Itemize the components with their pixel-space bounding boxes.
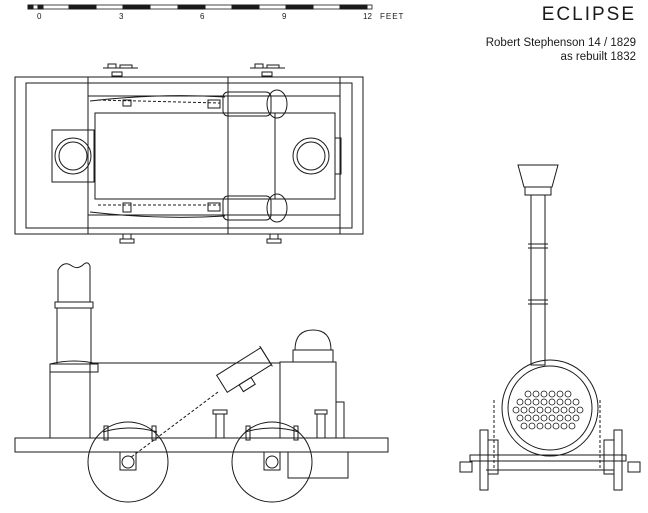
side-elevation (14, 262, 389, 503)
plan-view (14, 63, 364, 244)
rebuilt-caption: as rebuilt 1832 (560, 51, 636, 63)
scale-tick-3: 3 (119, 12, 124, 21)
scale-tick-0: 0 (37, 12, 42, 21)
tube-plate (512, 390, 584, 430)
scale-tick-12: 12 (363, 12, 372, 21)
scale-unit: FEET (380, 12, 405, 21)
scale-bar (27, 4, 373, 10)
front-elevation (459, 164, 641, 491)
drawing-title: ECLIPSE (541, 4, 636, 25)
builder-caption: Robert Stephenson 14 / 1829 (485, 37, 636, 49)
scale-tick-9: 9 (282, 12, 287, 21)
scale-tick-6: 6 (200, 12, 205, 21)
